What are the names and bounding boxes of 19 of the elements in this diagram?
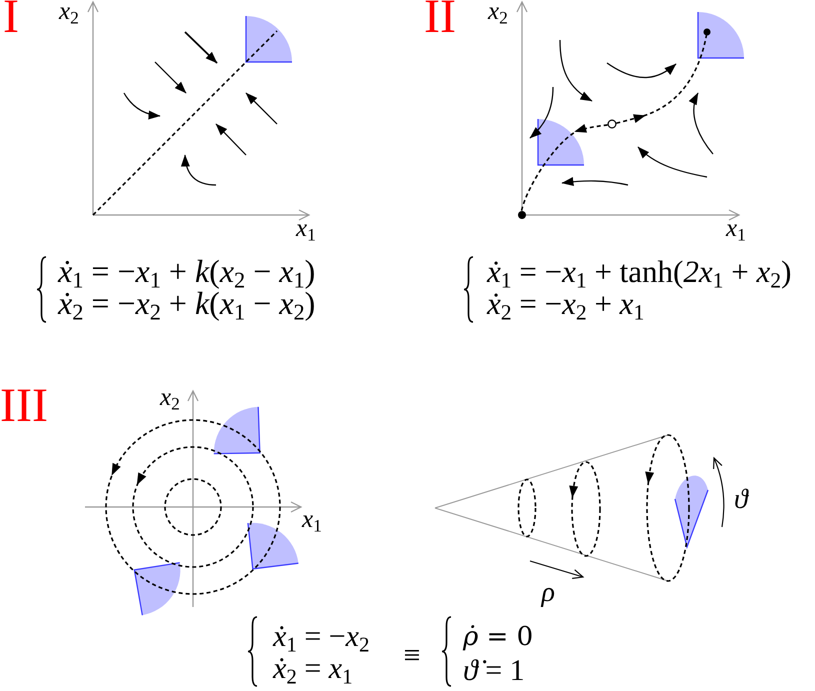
equation: ẋ$_{2}$ = −x$_{2}$ + x$_{1}$ — [487, 288, 644, 318]
panel-numeral: I — [3, 0, 19, 41]
equation: ρ̇ = 0 — [463, 624, 534, 650]
equation: ẋ$_{1}$ = −x$_{2}$ — [273, 622, 370, 652]
equation: ϑ̇ = 1 — [463, 656, 525, 686]
axis-label: x$_{1}$ — [296, 216, 316, 240]
radius-label: ρ — [542, 579, 555, 607]
panel-numeral: III — [0, 382, 48, 430]
equation: ẋ$_{1}$ = −x$_{1}$ + k(x$_{2}$ − x$_{1}$) — [58, 255, 316, 287]
equation: ẋ$_{1}$ = −x$_{1}$ + tanh(2x$_{1}$ + x$_{2}$) — [487, 256, 792, 286]
axis-label: x$_{2}$ — [488, 0, 508, 24]
panel-numeral: II — [424, 0, 456, 41]
equation: ẋ$_{2}$ = x$_{1}$ — [273, 654, 353, 684]
angle-label: ϑ — [734, 486, 748, 514]
axis-label: x$_{1}$ — [726, 216, 746, 240]
axis-label: x$_{2}$ — [160, 384, 180, 410]
equivalence-sign: ≡ — [404, 641, 420, 671]
axis-label: x$_{2}$ — [59, 0, 79, 24]
axis-label: x$_{1}$ — [302, 506, 322, 532]
